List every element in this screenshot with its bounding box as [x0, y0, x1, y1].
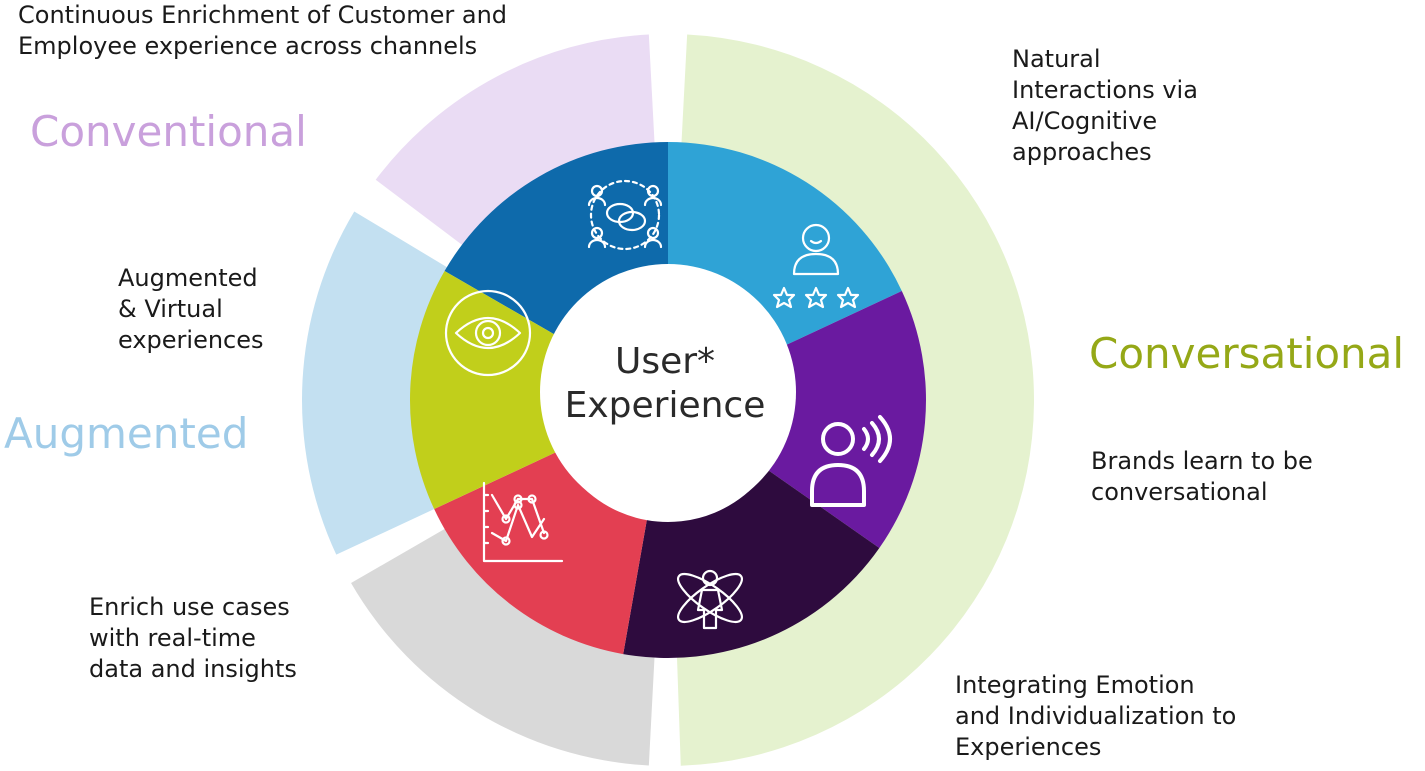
category-augmented: Augmented: [4, 409, 249, 458]
category-conventional: Conventional: [30, 107, 307, 156]
category-conversational: Conversational: [1089, 329, 1405, 378]
label-natural-interactions: Natural Interactions via AI/Cognitive ap…: [1012, 45, 1198, 166]
label-brands-conversational: Brands learn to be conversational: [1091, 447, 1313, 506]
eye-icon: [444, 289, 532, 377]
inner-segment-voice: [767, 290, 926, 548]
center-title-line1: User*: [614, 341, 716, 382]
center-title-line2: Experience: [564, 385, 766, 426]
user-rating-icon: [772, 223, 860, 309]
analytics-chart-icon: [482, 481, 564, 563]
outer-ring: [302, 34, 1034, 766]
people-chat-icon: [587, 179, 663, 251]
inner-segment-vision: [409, 271, 563, 510]
inner-segment-rating: [668, 142, 902, 349]
label-enrich-use-cases: Enrich use cases with real-time data and…: [89, 593, 297, 683]
label-augmented-virtual: Augmented & Virtual experiences: [118, 264, 264, 354]
person-orbit-icon: [677, 569, 743, 630]
outer-segment-augmented: [302, 211, 448, 555]
center-title: User* Experience: [540, 340, 790, 428]
inner-segment-emotion: [623, 469, 880, 658]
voice-user-icon: [810, 415, 892, 507]
center-circle: [540, 264, 796, 520]
label-continuous-enrichment: Continuous Enrichment of Customer and Em…: [18, 1, 508, 60]
inner-segment-analytics: [434, 451, 647, 655]
label-integrating-emotion: Integrating Emotion and Individualizatio…: [955, 671, 1237, 761]
outer-segment-gray: [351, 528, 655, 766]
outer-segment-conventional: [375, 34, 655, 246]
outer-segment-conversational: [676, 34, 1034, 766]
